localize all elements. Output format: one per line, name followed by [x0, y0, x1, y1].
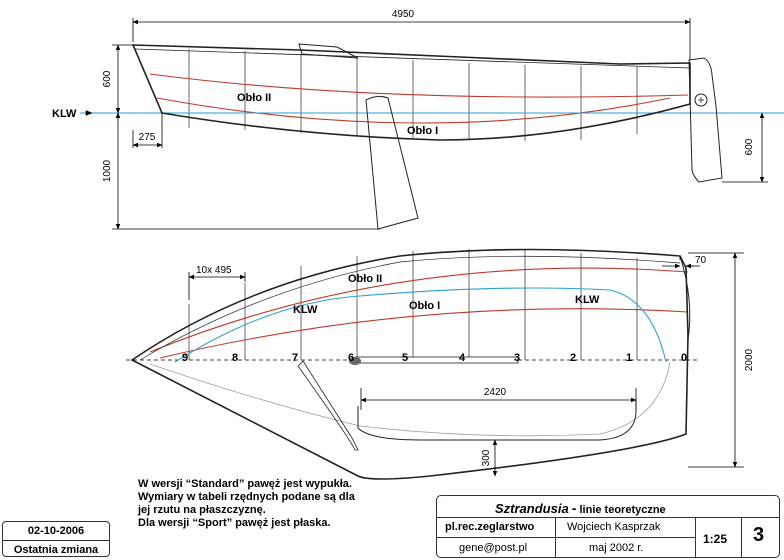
station-6: 6	[348, 352, 354, 364]
station-2: 2	[570, 352, 576, 364]
drawing-subtitle: linie teoretyczne	[579, 504, 666, 516]
dim-offset-275: 275	[139, 132, 156, 143]
label-oblo-i-plan: Obło I	[409, 300, 440, 312]
station-9: 9	[182, 352, 188, 364]
sheet-number: 3	[753, 524, 765, 546]
station-0: 0	[681, 352, 687, 364]
author-email: gene@post.pl	[459, 542, 528, 554]
station-8: 8	[232, 352, 238, 364]
dim-height-600: 600	[102, 70, 113, 87]
plan-waterline	[174, 287, 667, 363]
station-3: 3	[514, 352, 520, 364]
plan-station-lines	[188, 249, 638, 360]
side-buttock-oblo-i	[156, 97, 671, 124]
side-view	[90, 43, 784, 230]
note-line-4: Dla wersji “Sport” pawęż jest płaska.	[138, 517, 331, 529]
station-labels: 9 8 7 6 5 4 3 2 1 0	[182, 352, 687, 364]
last-change-label: Ostatnia zmiana	[13, 544, 99, 556]
last-change-date: 02-10-2006	[27, 525, 85, 537]
last-change-box: 02-10-2006 Ostatnia zmiana	[2, 521, 110, 557]
author-name: Wojciech Kasprzak	[567, 521, 661, 533]
dim-depth-300: 300	[481, 449, 492, 466]
side-station-lines	[188, 49, 638, 141]
label-klw-plan-left: KLW	[293, 304, 318, 316]
label-klw-plan-right: KLW	[575, 294, 600, 306]
drawing-scale: 1:25	[703, 532, 728, 546]
dim-transom-70: 70	[695, 255, 707, 266]
note-line-3: jej rzutu na płaszczyznę.	[138, 504, 266, 516]
label-oblo-i-side: Obło I	[407, 125, 438, 137]
plan-view	[126, 248, 700, 480]
station-1: 1	[626, 352, 632, 364]
plan-centreboard-slot	[355, 356, 519, 364]
plan-mast-step	[349, 357, 361, 365]
plan-deck-inner	[139, 255, 681, 361]
title-block: Sztrandusia - linie teoretyczne pl.rec.z…	[436, 495, 780, 558]
note-line-2: Wymiary w tabeli rzędnych podane są dla	[138, 491, 355, 503]
plan-buttock-oblo-i	[159, 308, 689, 359]
dim-beam-2000: 2000	[744, 348, 755, 371]
side-hull-outline	[131, 44, 691, 141]
dim-overall-length: 4950	[392, 9, 415, 20]
title-dash: -	[571, 500, 577, 516]
version-note: W wersji “Standard” pawęż jest wypukła. …	[138, 478, 355, 530]
dim-depth-1000: 1000	[102, 159, 113, 182]
plan-buttock-oblo-ii	[149, 267, 689, 353]
plan-hull-outline	[130, 248, 689, 480]
station-7: 7	[292, 352, 298, 364]
label-oblo-ii-plan: Obło II	[348, 273, 382, 285]
side-centreboard	[365, 95, 419, 230]
label-oblo-ii-side: Obło II	[237, 92, 271, 104]
plan-lower-ghost	[149, 361, 671, 437]
plan-dimensions	[188, 252, 744, 477]
station-5: 5	[402, 352, 408, 364]
side-buttock-oblo-ii	[149, 73, 689, 98]
dim-rudder-600: 600	[744, 138, 755, 155]
label-klw-side: KLW	[52, 108, 77, 120]
plan-transom	[679, 255, 691, 341]
side-coaming	[298, 43, 359, 59]
note-line-1: W wersji “Standard” pawęż jest wypukła.	[138, 478, 352, 490]
dim-station-spacing: 10x 495	[196, 265, 232, 276]
dim-centre-2420: 2420	[484, 387, 507, 398]
side-rudder	[688, 57, 723, 183]
station-4: 4	[459, 352, 466, 364]
side-dimensions	[112, 18, 768, 230]
boat-name: Sztrandusia	[495, 501, 569, 516]
plan-cockpit	[357, 400, 637, 441]
org-name: pl.rec.zeglarstwo	[445, 521, 535, 533]
drawing-title: Sztrandusia - linie teoretyczne	[495, 500, 666, 516]
drawing-date: maj 2002 r.	[589, 542, 644, 554]
side-sheer-inner	[134, 48, 691, 69]
plan-bow-strip	[297, 360, 359, 451]
